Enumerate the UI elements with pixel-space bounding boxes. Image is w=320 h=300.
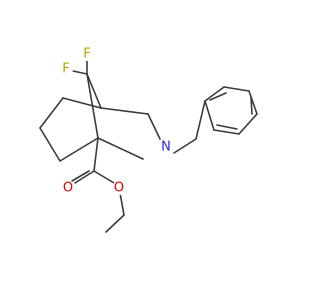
atom-label-f2: F (83, 47, 90, 62)
bond (173, 138, 197, 154)
bond (223, 86, 250, 92)
bond (71, 170, 90, 182)
bond (195, 100, 206, 140)
bond (93, 137, 99, 172)
bond (93, 170, 115, 184)
bond (100, 107, 149, 115)
bond (105, 214, 125, 233)
fluorine-atom-1: F (59, 62, 73, 77)
bond (147, 113, 161, 140)
bond (74, 170, 95, 184)
bond (62, 97, 102, 109)
bond (59, 137, 99, 162)
atom-label-f1: F (62, 62, 69, 77)
bond (72, 70, 88, 75)
atom-label-o1: O (63, 181, 73, 196)
bond (97, 137, 144, 160)
ester-oxygen-atom: O (112, 181, 126, 196)
bond (39, 127, 61, 162)
bond (248, 90, 258, 115)
carbonyl-oxygen-atom: O (61, 181, 75, 196)
bond (238, 113, 258, 135)
bond (213, 129, 240, 135)
bond (216, 124, 238, 130)
molecule-diagram: F F N O O (39, 47, 258, 233)
bond-layer (39, 59, 258, 233)
bond (119, 192, 125, 216)
fluorine-atom-2: F (80, 47, 94, 62)
atom-label-n: N (161, 140, 171, 155)
atom-layer: F F N O O (59, 47, 174, 196)
bond (39, 97, 64, 129)
nitrogen-atom: N (158, 139, 174, 155)
atom-label-o2: O (114, 181, 124, 196)
bond (204, 86, 225, 102)
bond (86, 73, 102, 109)
bond (209, 92, 227, 101)
bond (204, 100, 215, 131)
bond (250, 96, 253, 115)
